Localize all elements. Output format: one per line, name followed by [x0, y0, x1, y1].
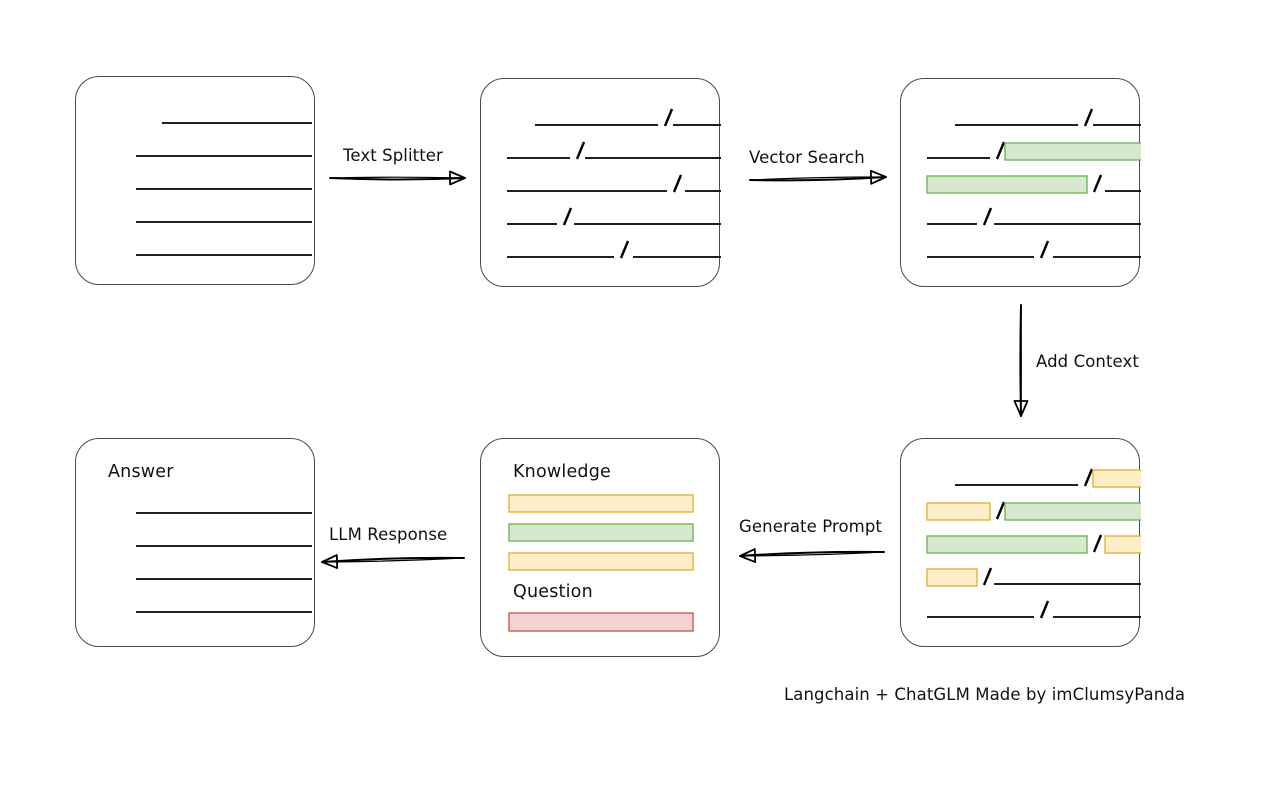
chunk-separator-slash	[995, 501, 1006, 520]
node-context-chunks	[900, 438, 1141, 647]
arrow-head	[739, 548, 757, 563]
highlight-chip-green	[926, 535, 1088, 554]
chunk-separator-slash	[1092, 534, 1103, 553]
question-chip-red	[508, 612, 694, 632]
footer-credit: Langchain + ChatGLM Made by imClumsyPand…	[784, 685, 1186, 704]
chunk-separator-slash	[995, 141, 1006, 160]
node-split-chunks	[480, 78, 721, 287]
edge-label-generate-prompt: Generate Prompt	[739, 517, 882, 536]
question-label: Question	[513, 582, 593, 602]
node-content-answer	[136, 512, 312, 613]
arrow-text-splitter	[329, 170, 466, 186]
knowledge-label: Knowledge	[513, 462, 611, 482]
edge-label-add-context: Add Context	[1036, 352, 1139, 371]
arrow-vector-search	[749, 169, 887, 185]
edge-label-vector-search: Vector Search	[749, 148, 865, 167]
arrow-head	[869, 169, 887, 185]
arrow-head	[1013, 400, 1029, 417]
chunk-separator-slash	[562, 207, 573, 226]
highlight-chip-yellow	[1092, 469, 1141, 488]
chunk-separator-slash	[1039, 240, 1050, 259]
node-content-split-chunks	[507, 108, 721, 259]
chunk-separator-slash	[1092, 174, 1103, 193]
highlight-chip-green	[1004, 142, 1141, 161]
chunk-separator-slash	[575, 141, 586, 160]
chunk-separator-slash	[982, 567, 993, 586]
node-content-source-document	[136, 122, 312, 256]
chunk-separator-slash	[619, 240, 630, 259]
highlight-chip-green	[926, 175, 1088, 194]
node-answer: Answer	[75, 438, 315, 647]
chunk-separator-slash	[672, 174, 683, 193]
highlight-chip-yellow	[926, 502, 991, 521]
chunk-separator-slash	[1083, 108, 1094, 127]
highlight-chip-yellow	[1104, 535, 1141, 554]
knowledge-chip-yellow	[508, 494, 694, 513]
highlight-chip-yellow	[926, 568, 978, 587]
edge-label-llm-response: LLM Response	[329, 525, 448, 544]
knowledge-chip-green	[508, 523, 694, 542]
edge-label-text-splitter: Text Splitter	[343, 146, 443, 165]
knowledge-chip-yellow	[508, 552, 694, 571]
node-source-document	[75, 76, 315, 285]
arrow-llm-response	[321, 554, 465, 569]
chunk-separator-slash	[663, 108, 674, 127]
highlight-chip-green	[1004, 502, 1141, 521]
node-content-vector-matched-chunks	[926, 108, 1141, 259]
chunk-separator-slash	[1039, 600, 1050, 619]
chunk-separator-slash	[982, 207, 993, 226]
node-vector-matched-chunks	[900, 78, 1141, 287]
prompt-chips	[508, 494, 694, 632]
node-content-context-chunks	[926, 468, 1141, 619]
arrow-head	[449, 170, 466, 186]
node-heading-answer: Answer	[108, 462, 174, 482]
chunk-separator-slash	[1083, 468, 1094, 487]
arrow-generate-prompt	[739, 548, 885, 563]
arrow-add-context	[1013, 304, 1029, 417]
arrow-head	[321, 554, 339, 569]
